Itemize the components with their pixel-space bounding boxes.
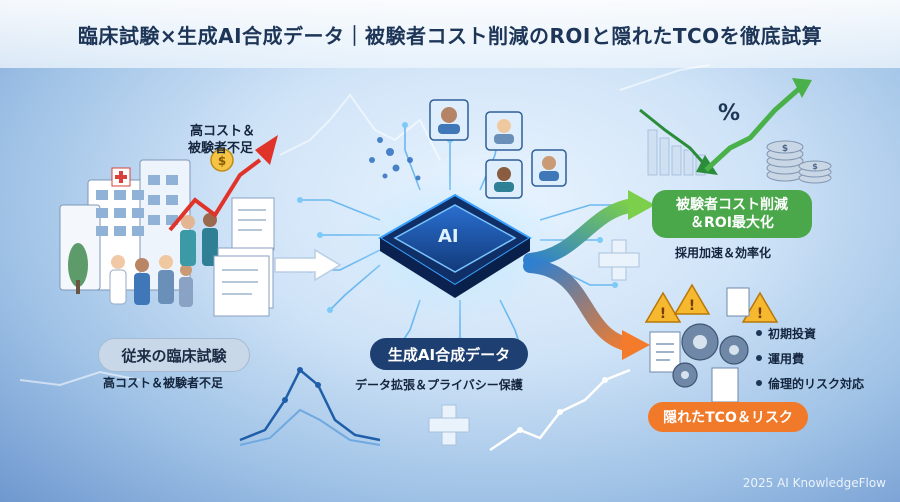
label-roi-line2: ＆ROI最大化 bbox=[690, 215, 774, 231]
label-traditional-trial: 従来の臨床試験 bbox=[98, 338, 250, 372]
left-callout-line1: 高コスト＆ bbox=[190, 124, 256, 139]
percent-tag: % bbox=[718, 101, 740, 126]
tco-item-ethical-risk: 倫理的リスク対応 bbox=[768, 377, 865, 391]
svg-text:$: $ bbox=[812, 162, 818, 171]
avatar-card-icon bbox=[429, 99, 567, 199]
plus-icon-bottom bbox=[428, 404, 470, 446]
svg-text:!: ! bbox=[757, 306, 763, 322]
trend-arrow-up bbox=[168, 135, 278, 232]
label-hidden-tco: 隠れたTCO＆リスク bbox=[648, 402, 808, 432]
data-dots bbox=[369, 137, 421, 181]
tco-item-operating-cost: 運用費 bbox=[768, 352, 805, 366]
background-charts bbox=[19, 64, 711, 387]
dollar-coin-icon: $ bbox=[210, 148, 234, 172]
page-title: 臨床試験×生成AI合成データ｜被験者コスト削減のROIと隠れたTCOを徹底試算 bbox=[77, 23, 823, 48]
svg-text:$: $ bbox=[782, 144, 788, 154]
document-icon bbox=[649, 287, 750, 403]
warning-icon: ! ! ! bbox=[644, 283, 779, 323]
left-callout-line2: 被験者不足 bbox=[188, 141, 254, 156]
title-bar: 臨床試験×生成AI合成データ｜被験者コスト削減のROIと隠れたTCOを徹底試算 bbox=[0, 0, 900, 68]
list-bullets bbox=[756, 330, 762, 386]
svg-text:!: ! bbox=[689, 298, 695, 314]
people-group bbox=[109, 213, 218, 307]
roi-chart-icon bbox=[639, 78, 812, 176]
coin-stack-icon: $ $ bbox=[766, 140, 832, 184]
svg-text:!: ! bbox=[660, 306, 666, 322]
label-synthetic-data: 生成AI合成データ bbox=[370, 338, 528, 370]
footer-credit: 2025 AI KnowledgeFlow bbox=[742, 476, 886, 490]
hospital-icon bbox=[59, 159, 191, 294]
ai-chip-label: AI bbox=[438, 226, 459, 247]
label-roi-line1: 被験者コスト削減 bbox=[676, 197, 788, 213]
sublabel-traditional-trial: 高コスト＆被験者不足 bbox=[103, 376, 224, 390]
label-roi-maximize: 被験者コスト削減 ＆ROI最大化 bbox=[652, 190, 812, 238]
ai-chip-icon bbox=[345, 173, 565, 323]
sublabel-roi: 採用加速＆効率化 bbox=[675, 246, 772, 260]
flow-arrow-orange bbox=[523, 259, 650, 360]
tco-item-initial-investment: 初期投資 bbox=[768, 327, 817, 341]
svg-text:$: $ bbox=[218, 154, 226, 168]
flow-arrow-left bbox=[274, 248, 342, 282]
sublabel-synthetic-data: データ拡張＆プライバシー保護 bbox=[355, 378, 523, 392]
document-stack-icon bbox=[213, 197, 275, 317]
percent-symbol: % bbox=[718, 101, 740, 126]
bottom-charts bbox=[239, 367, 631, 452]
plus-icon bbox=[598, 239, 640, 281]
flow-arrow-green bbox=[523, 190, 655, 267]
